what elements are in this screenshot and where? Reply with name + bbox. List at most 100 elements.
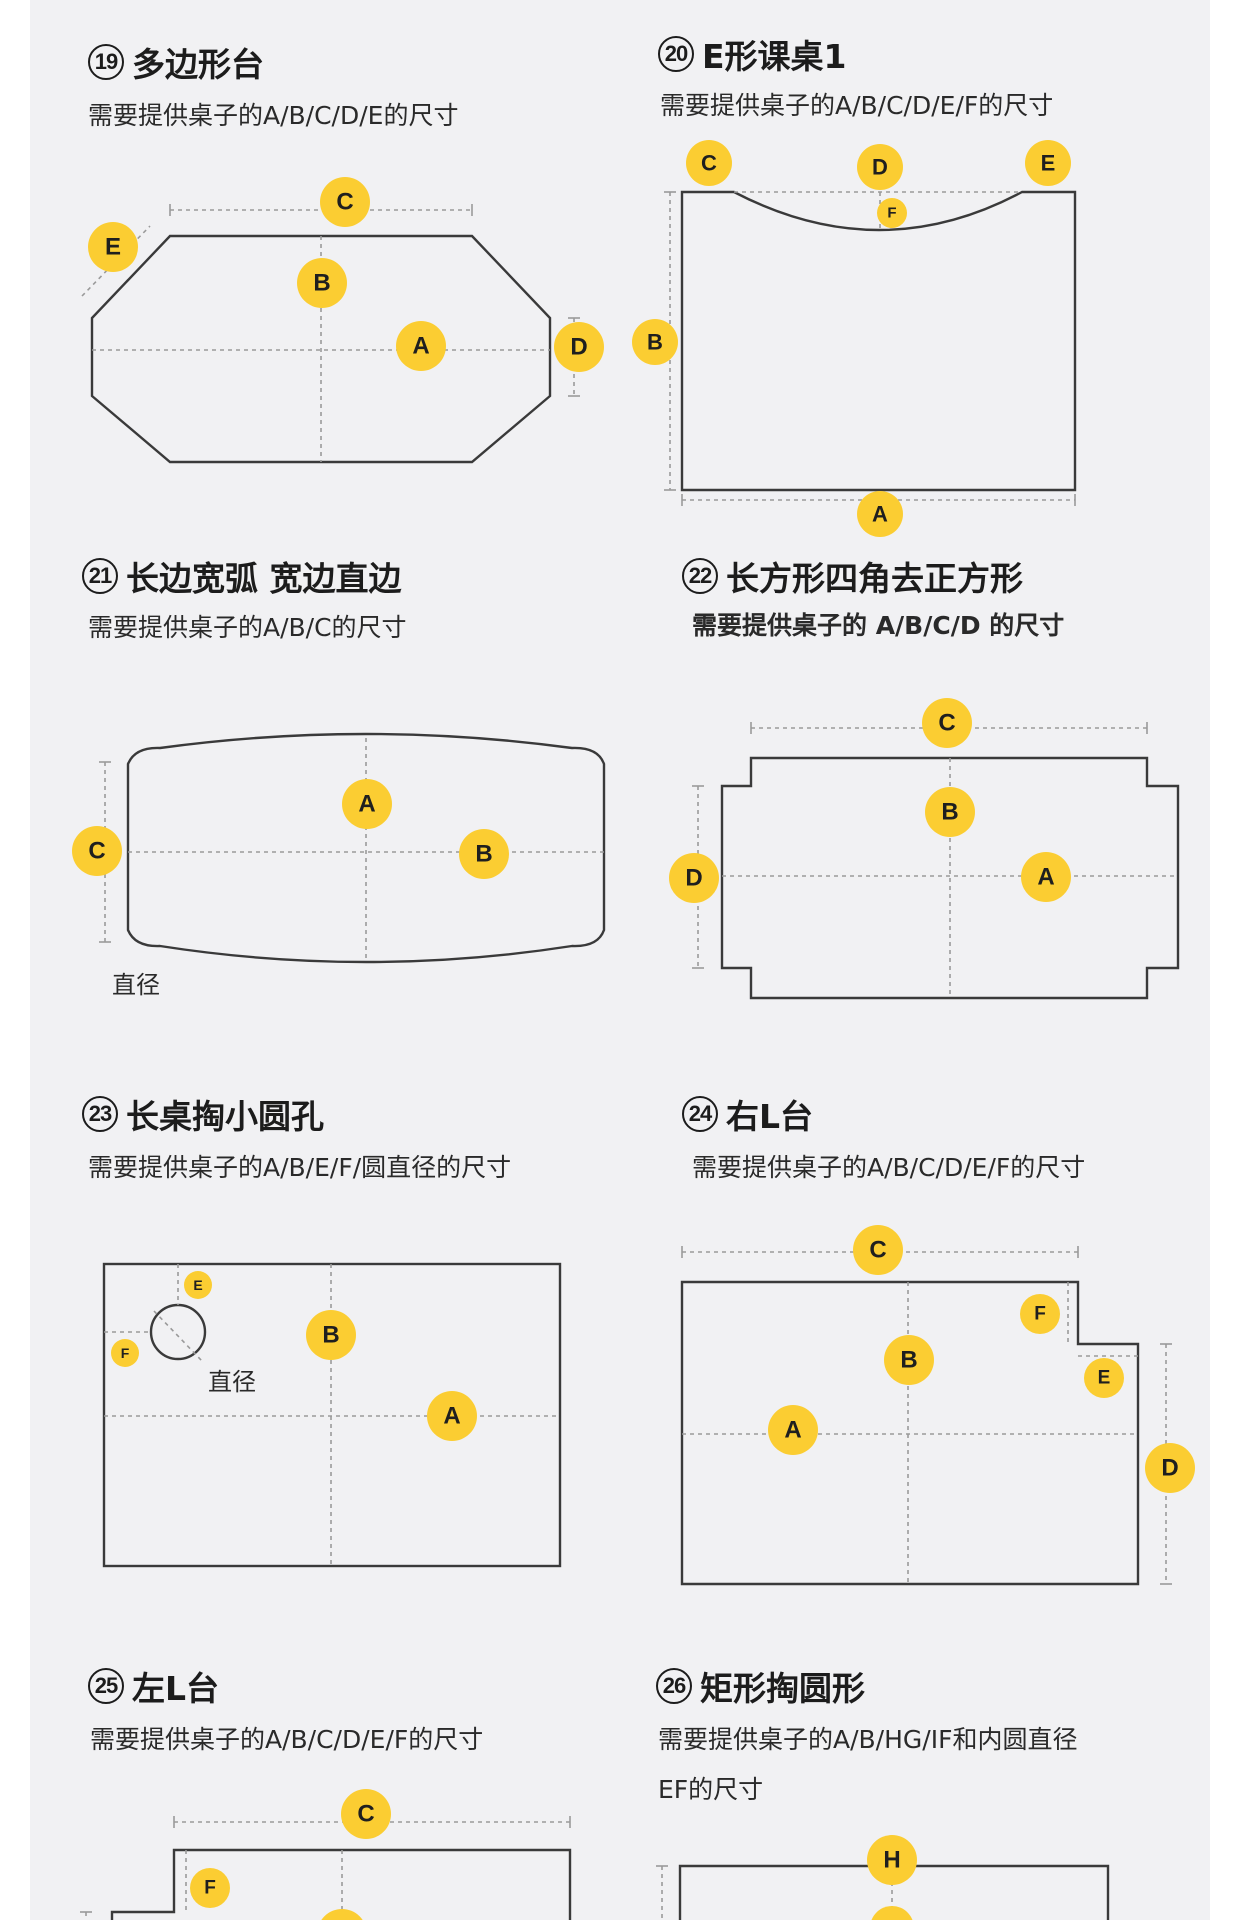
item-20-badge-d: D	[857, 144, 903, 190]
item-26-title-text: 矩形掏圆形	[700, 1669, 865, 1708]
item-19-title: 19 多边形台	[88, 38, 264, 86]
item-20-description: 需要提供桌子的A/B/C/D/E/F的尺寸	[660, 91, 1054, 120]
item-20-badge-f: F	[877, 198, 907, 228]
item-21-badge-b: B	[459, 829, 509, 879]
item-20-number: 20	[658, 36, 694, 72]
svg-text:F: F	[121, 1345, 130, 1361]
item-19-badge-d: D	[554, 322, 604, 372]
item-24-outline	[680, 1280, 1140, 1586]
svg-text:A: A	[358, 791, 375, 818]
item-25-badge-b: B	[321, 1909, 363, 1920]
svg-text:A: A	[784, 1417, 801, 1444]
item-20-badge-c: C	[686, 140, 732, 186]
item-26-number: 26	[656, 1668, 692, 1704]
item-25-title: 25 左L台	[88, 1662, 219, 1710]
item-24-badge-a: A	[768, 1405, 818, 1455]
item-24-badge-c: C	[853, 1225, 903, 1275]
item-21-number: 21	[82, 558, 118, 594]
svg-text:E: E	[1041, 151, 1056, 176]
item-23-badge-a: A	[427, 1391, 477, 1441]
item-22-badge-d: D	[669, 853, 719, 903]
item-21-badge-c: C	[72, 826, 122, 876]
svg-text:E: E	[1098, 1368, 1111, 1389]
item-20-title-text: E形课桌1	[702, 37, 847, 76]
item-22-title: 22 长方形四角去正方形	[682, 552, 1023, 600]
svg-text:C: C	[938, 710, 955, 737]
item-22-title-text: 长方形四角去正方形	[726, 559, 1023, 598]
svg-text:B: B	[941, 799, 958, 826]
item-22-number: 22	[682, 558, 718, 594]
item-24-title: 24 右L台	[682, 1090, 813, 1138]
svg-text:B: B	[322, 1322, 339, 1349]
item-21-title-text: 长边宽弧 宽边直边	[126, 559, 402, 598]
item-21-diameter-note: 直径	[112, 971, 160, 999]
item-22-badge-a: A	[1021, 852, 1071, 902]
svg-text:C: C	[336, 189, 353, 216]
item-21-outline	[126, 732, 606, 964]
svg-text:D: D	[1161, 1455, 1178, 1482]
svg-text:D: D	[685, 865, 702, 892]
catalog-panel	[30, 0, 1210, 1920]
item-26-description-line2: EF的尺寸	[658, 1775, 764, 1804]
item-23-title-text: 长桌掏小圆孔	[126, 1097, 324, 1136]
item-25-outline	[110, 1848, 572, 1920]
svg-text:C: C	[869, 1237, 886, 1264]
svg-text:B: B	[900, 1347, 917, 1374]
item-23-number: 23	[82, 1096, 118, 1132]
svg-text:B: B	[647, 330, 663, 355]
item-26-description: 需要提供桌子的A/B/HG/IF和内圆直径	[658, 1725, 1078, 1754]
svg-text:B: B	[313, 270, 330, 297]
svg-text:E: E	[193, 1277, 202, 1293]
item-24-description: 需要提供桌子的A/B/C/D/E/F的尺寸	[692, 1153, 1086, 1182]
svg-text:F: F	[887, 205, 896, 222]
item-24-number: 24	[682, 1096, 718, 1132]
svg-text:A: A	[443, 1403, 460, 1430]
svg-text:D: D	[570, 334, 587, 361]
item-23-diameter-note: 直径	[208, 1368, 256, 1396]
svg-text:F: F	[1034, 1304, 1046, 1325]
item-23-badge-e: E	[184, 1271, 212, 1299]
item-19-title-text: 多边形台	[132, 45, 264, 84]
item-24-badge-e: E	[1084, 1358, 1124, 1398]
item-23-description: 需要提供桌子的A/B/E/F/圆直径的尺寸	[88, 1153, 512, 1182]
svg-text:C: C	[88, 838, 105, 865]
item-20-title: 20 E形课桌1	[658, 30, 847, 78]
item-24-badge-d: D	[1145, 1443, 1195, 1493]
item-25-badge-f: F	[190, 1868, 230, 1908]
item-24-title-text: 右L台	[726, 1097, 814, 1136]
item-26-badge-h: H	[867, 1835, 917, 1885]
item-23-outline	[102, 1262, 562, 1568]
item-21-description: 需要提供桌子的A/B/C的尺寸	[88, 613, 407, 642]
item-23-dim-diameter	[153, 1310, 203, 1362]
item-21-badge-a: A	[342, 779, 392, 829]
item-25-title-text: 左L台	[132, 1669, 220, 1708]
item-21-title: 21 长边宽弧 宽边直边	[82, 552, 402, 600]
item-19-badge-a: A	[396, 321, 446, 371]
svg-text:F: F	[204, 1878, 216, 1899]
svg-text:D: D	[872, 155, 888, 180]
svg-text:C: C	[357, 1801, 374, 1828]
svg-text:E: E	[105, 234, 121, 261]
item-22-description: 需要提供桌子的 A/B/C/D 的尺寸	[692, 611, 1065, 640]
item-19-badge-e: E	[88, 222, 138, 272]
svg-text:A: A	[412, 333, 429, 360]
item-20-badge-e: E	[1025, 140, 1071, 186]
svg-text:B: B	[475, 841, 492, 868]
item-26-badge-g: G	[871, 1906, 913, 1920]
item-24-badge-b: B	[884, 1335, 934, 1385]
item-23-title: 23 长桌掏小圆孔	[82, 1090, 324, 1138]
item-25-badge-c: C	[341, 1789, 391, 1839]
item-23-badge-f: F	[111, 1339, 139, 1367]
item-22-badge-b: B	[925, 787, 975, 837]
item-25-number: 25	[88, 1668, 124, 1704]
item-26-title: 26 矩形掏圆形	[656, 1662, 865, 1710]
item-19-description: 需要提供桌子的A/B/C/D/E的尺寸	[88, 101, 459, 130]
